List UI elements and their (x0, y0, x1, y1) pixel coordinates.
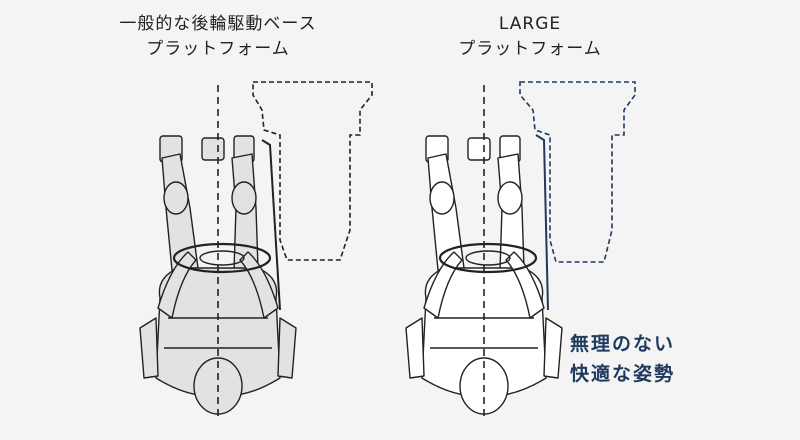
comfort-callout: 無理のない 快適な姿勢 (570, 329, 675, 389)
callout-line1: 無理のない (570, 333, 676, 355)
callout-line2: 快適な姿勢 (570, 363, 676, 385)
right-tunnel-line (535, 134, 549, 311)
right-title-line1: LARGE (498, 14, 562, 34)
left-title-line2: プラットフォーム (146, 39, 290, 59)
right-seat-outline (519, 81, 636, 263)
left-title-line1: 一般的な後輪駆動ベース (119, 14, 317, 34)
right-platform-title: LARGE プラットフォーム (400, 12, 660, 62)
left-platform-title: 一般的な後輪駆動ベース プラットフォーム (88, 12, 348, 62)
left-seat-outline (252, 81, 373, 261)
left-tunnel-line (261, 139, 281, 311)
right-title-line2: プラットフォーム (458, 39, 602, 59)
right-driver-figure (404, 134, 564, 416)
